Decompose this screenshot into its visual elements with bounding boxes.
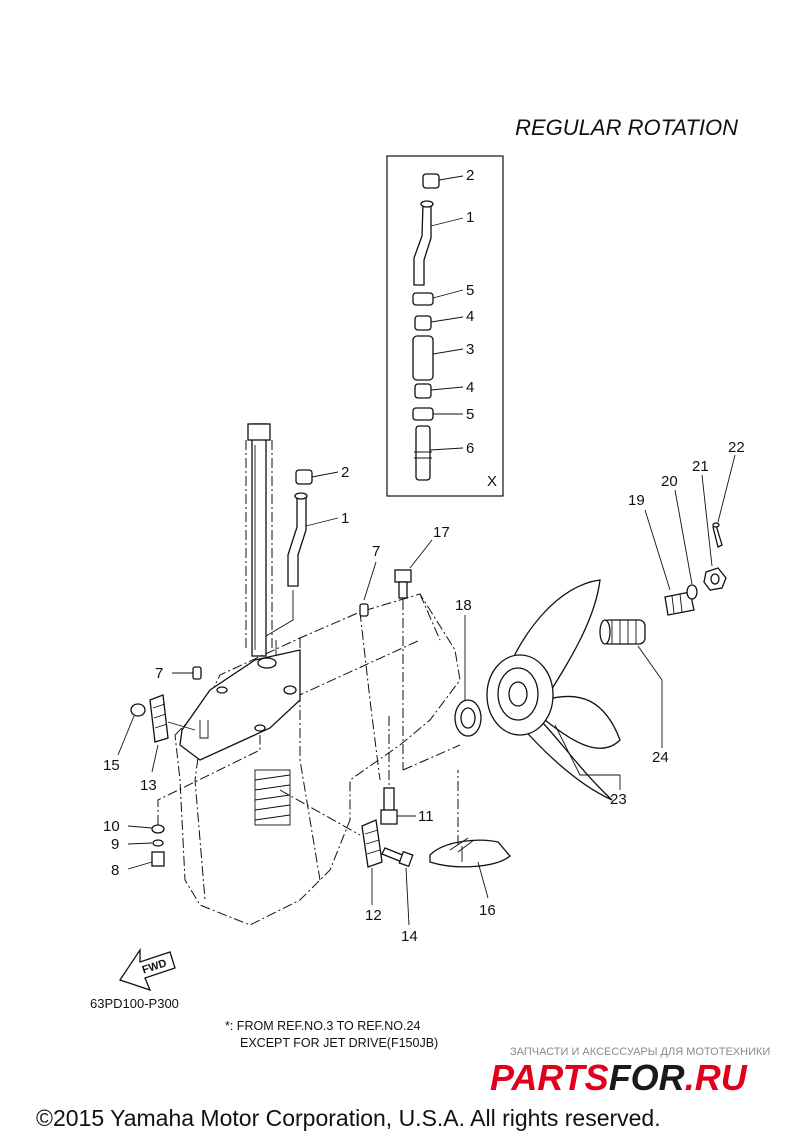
drive-shaft[interactable]: [247, 423, 271, 657]
nut-21[interactable]: 21: [692, 458, 727, 591]
washer-9[interactable]: [152, 839, 164, 847]
callout-inset-1: 1: [466, 209, 474, 226]
callout-14: 14: [401, 928, 418, 945]
cap-15[interactable]: 15: [103, 703, 146, 774]
inset-bushing-2[interactable]: [422, 173, 440, 189]
inset-box: 2 1 5 4 3 4 5 6 X: [386, 155, 504, 497]
callout-main-2: 2: [341, 464, 349, 481]
bolt-17[interactable]: 17: [394, 524, 461, 771]
note-line-2: EXCEPT FOR JET DRIVE(F150JB): [240, 1036, 438, 1050]
callout-10: 10: [103, 818, 120, 835]
anode-13[interactable]: 13: [140, 694, 209, 794]
callout-inset-2: 2: [466, 167, 474, 184]
inset-pipe-6[interactable]: [415, 425, 431, 481]
callout-19: 19: [628, 492, 645, 509]
trim-tab-16[interactable]: 16: [429, 770, 511, 919]
watermark-brand-2: FOR: [609, 1057, 685, 1098]
callout-inset-5b: 5: [466, 406, 474, 423]
callout-12: 12: [365, 907, 382, 924]
spacer-18[interactable]: 18: [454, 597, 482, 737]
callout-inset-6: 6: [466, 440, 474, 457]
thrust-hub-24[interactable]: 24: [599, 619, 669, 766]
inset-grommet-5a[interactable]: [412, 292, 434, 306]
callout-7a: 7: [372, 543, 380, 560]
inset-grommet-5b[interactable]: [412, 407, 434, 421]
bolt-washer-stack[interactable]: 10 9 8: [103, 735, 261, 879]
callout-15: 15: [103, 757, 120, 774]
callout-24: 24: [652, 749, 669, 766]
note-line-1: *: FROM REF.NO.3 TO REF.NO.24: [225, 1019, 420, 1033]
callout-20: 20: [661, 473, 678, 490]
callout-inset-5a: 5: [466, 282, 474, 299]
inset-marker: X: [487, 473, 497, 490]
lower-unit-body: [179, 640, 301, 826]
water-tube-assembly[interactable]: 2 1: [265, 464, 349, 637]
copyright: ©2015 Yamaha Motor Corporation, U.S.A. A…: [36, 1105, 661, 1131]
washer-20[interactable]: 20: [661, 473, 698, 600]
watermark: ЗАПЧАСТИ И АКСЕССУАРЫ ДЛЯ МОТОТЕХНИКИ PA…: [490, 1046, 770, 1098]
callout-main-1: 1: [341, 510, 349, 527]
cotter-pin-22[interactable]: 22: [712, 439, 745, 548]
lower-case-outline: [174, 440, 461, 926]
callout-8: 8: [111, 862, 119, 879]
callout-13: 13: [140, 777, 157, 794]
inset-seal-4b[interactable]: [414, 383, 432, 399]
watermark-brand-3: .RU: [685, 1057, 748, 1098]
callout-22: 22: [728, 439, 745, 456]
callout-inset-4a: 4: [466, 308, 474, 325]
inset-water-tube-1[interactable]: [413, 203, 432, 286]
spacer-19[interactable]: 19: [628, 492, 695, 616]
diagram-title: REGULAR ROTATION: [515, 115, 738, 140]
dowel-pins-7[interactable]: 7 7: [155, 543, 380, 682]
watermark-brand-1: PARTS: [490, 1057, 609, 1098]
watermark-logo: PARTSFOR.RU: [490, 1057, 748, 1098]
callout-inset-4b: 4: [466, 379, 474, 396]
callout-16: 16: [479, 902, 496, 919]
callout-9: 9: [111, 836, 119, 853]
bolt-11[interactable]: 11: [380, 716, 434, 825]
bolt-14[interactable]: 14: [381, 847, 418, 945]
watermark-tagline: ЗАПЧАСТИ И АКСЕССУАРЫ ДЛЯ МОТОТЕХНИКИ: [510, 1046, 770, 1058]
callout-23: 23: [610, 791, 627, 808]
anode-12[interactable]: 12: [279, 789, 383, 924]
water-tube-1[interactable]: [287, 495, 307, 587]
callout-18: 18: [455, 597, 472, 614]
callout-inset-3: 3: [466, 341, 474, 358]
washer-10[interactable]: [151, 824, 165, 834]
bolt-8[interactable]: [151, 851, 165, 867]
callout-17: 17: [433, 524, 450, 541]
fwd-arrow-icon: FWD: [118, 947, 176, 992]
propeller-23[interactable]: 23: [486, 579, 627, 808]
callout-11: 11: [418, 808, 434, 825]
callout-21: 21: [692, 458, 709, 475]
bushing-2[interactable]: [295, 469, 313, 485]
callout-7b: 7: [155, 665, 163, 682]
diagram-code: 63PD100-P300: [90, 996, 179, 1011]
inset-seal-4a[interactable]: [414, 315, 432, 331]
inset-sleeve-3[interactable]: [412, 335, 434, 381]
